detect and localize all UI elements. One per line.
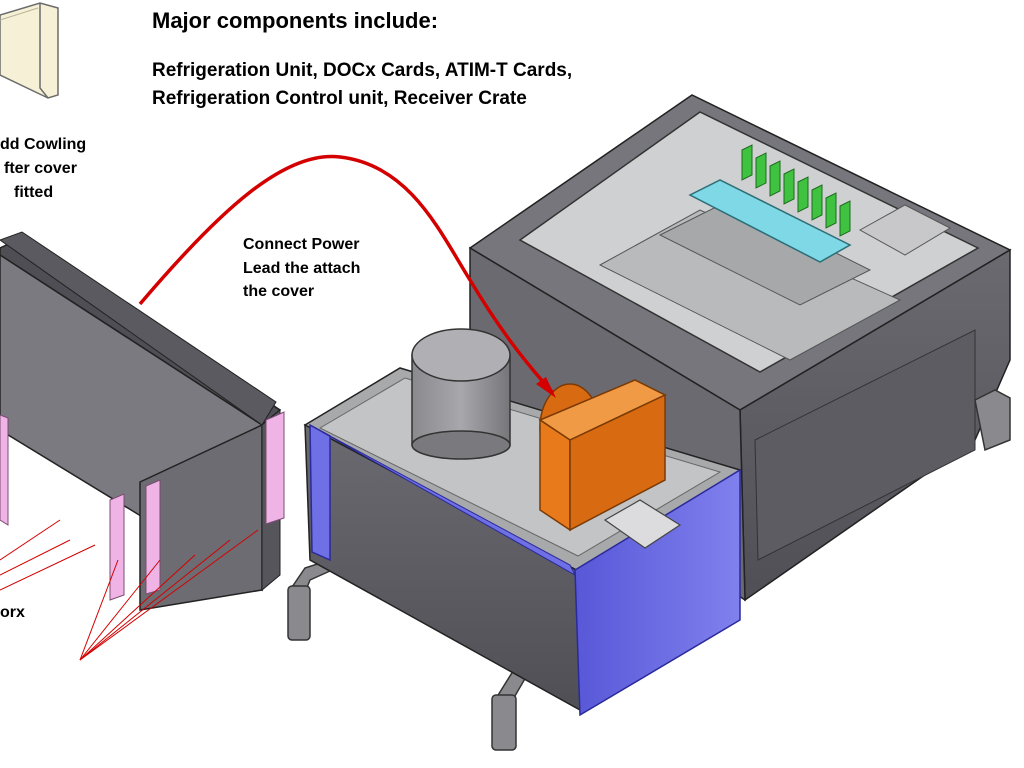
- cowling-note-line-3: fitted: [14, 184, 54, 201]
- torx-label: orx: [0, 604, 25, 621]
- removed-cover-assembly: [0, 231, 285, 661]
- components-list-line-1: Refrigeration Unit, DOCx Cards, ATIM-T C…: [152, 60, 573, 81]
- cowling-note-line-1: dd Cowling: [0, 136, 87, 153]
- connect-note-line-1: Connect Power: [243, 236, 360, 253]
- cowling-note-line-2: fter cover: [4, 160, 77, 177]
- page-heading: Major components include:: [152, 8, 439, 33]
- connect-note-line-3: the cover: [243, 283, 315, 300]
- connect-power-arrow: [138, 154, 556, 398]
- cowling-panel-sketch: [0, 2, 59, 99]
- refrigeration-control-unit: [538, 379, 682, 549]
- connect-note-line-2: Lead the attach: [243, 260, 361, 277]
- docx-atim-t-cards: [598, 144, 952, 361]
- components-list-line-2: Refrigeration Control unit, Receiver Cra…: [152, 88, 527, 109]
- refrigeration-unit-cylinder: [411, 328, 511, 460]
